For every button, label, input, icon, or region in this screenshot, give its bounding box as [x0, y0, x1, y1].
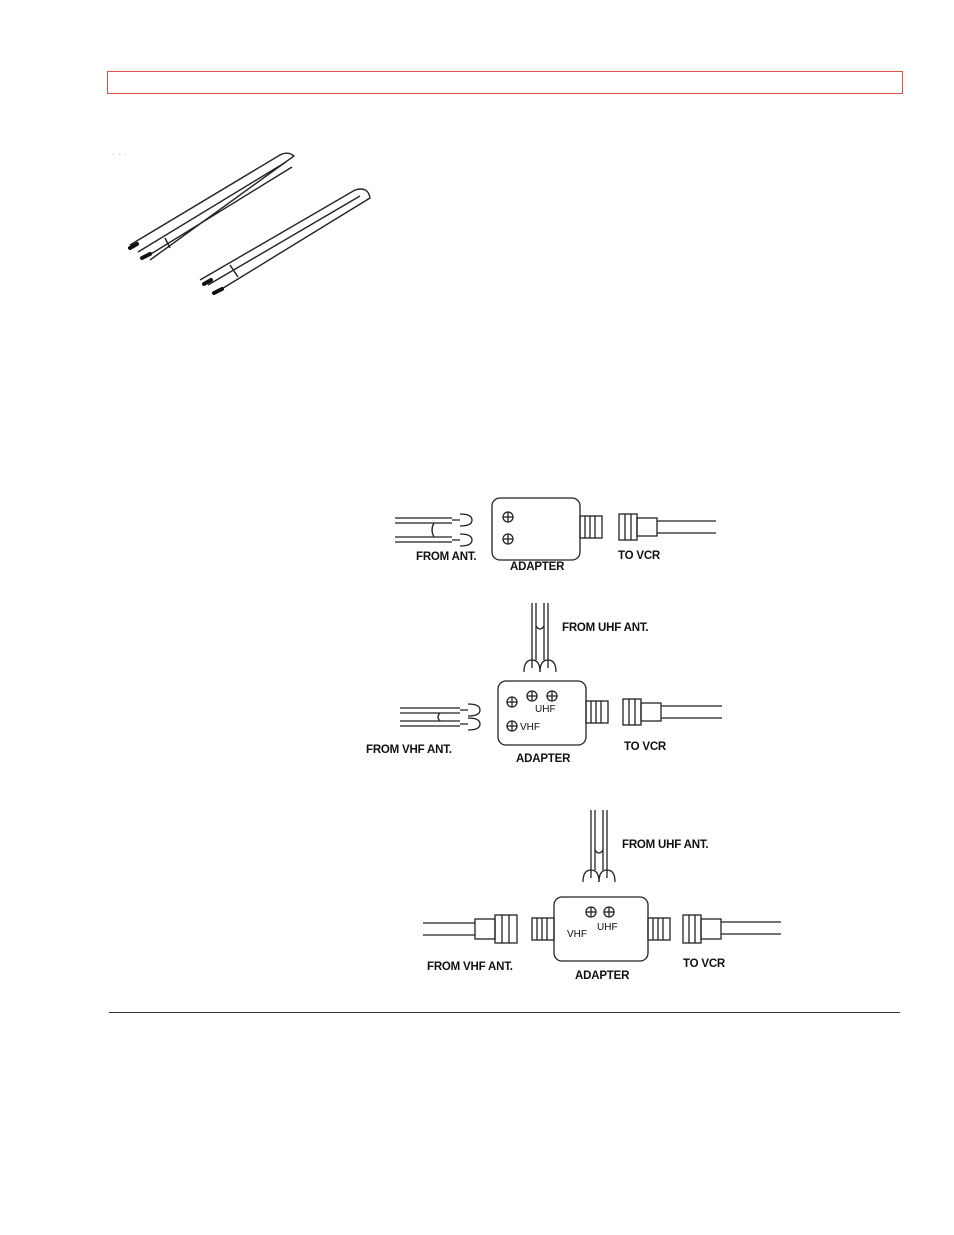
adapter-diagram-single: FROM ANT. ADAPTER TO VCR: [395, 497, 716, 573]
from-ant-label: FROM ANT.: [416, 551, 476, 563]
adapter-diagram-uhf-vhf-coax: FROM UHF ANT. UHF VHF FROM VHF ANT. ADAP…: [423, 810, 781, 982]
svg-text:. . .: . . .: [112, 144, 127, 158]
vhf-terminal-label: VHF: [567, 929, 587, 940]
from-vhf-ant-label: FROM VHF ANT.: [366, 744, 452, 756]
to-vcr-label: TO VCR: [624, 741, 667, 753]
uhf-terminal-label: UHF: [535, 704, 556, 715]
vhf-terminal-label: VHF: [520, 722, 540, 733]
twin-lead-wire-illustration: . . .: [112, 144, 371, 295]
footer-divider: [109, 1012, 900, 1013]
adapter-diagram-uhf-vhf-twinlead: FROM UHF ANT. UHF VHF FROM VHF ANT. ADAP…: [366, 603, 722, 765]
adapter-label: ADAPTER: [516, 753, 571, 765]
to-vcr-label: TO VCR: [683, 958, 726, 970]
from-uhf-ant-label: FROM UHF ANT.: [622, 839, 708, 851]
adapter-label: ADAPTER: [510, 561, 565, 573]
adapter-label: ADAPTER: [575, 970, 630, 982]
uhf-terminal-label: UHF: [597, 922, 618, 933]
from-vhf-ant-label: FROM VHF ANT.: [427, 961, 513, 973]
to-vcr-label: TO VCR: [618, 550, 661, 562]
from-uhf-ant-label: FROM UHF ANT.: [562, 622, 648, 634]
page-header-box: [107, 71, 903, 94]
